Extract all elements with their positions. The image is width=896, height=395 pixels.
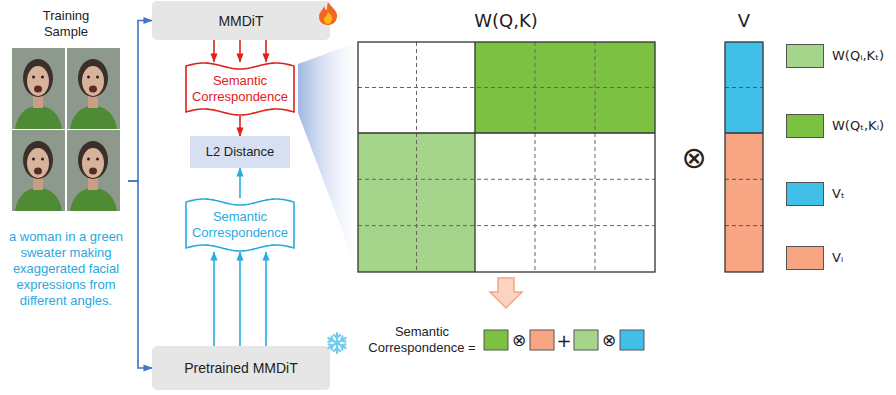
snowflake-icon	[329, 336, 346, 349]
correspondence-box: Semantic Correspondence	[184, 62, 296, 116]
snowflake-icon	[334, 333, 340, 353]
attention-matrix	[358, 87, 655, 88]
value-vector	[725, 42, 763, 272]
connector-arrow	[265, 252, 267, 346]
training-image	[12, 48, 120, 211]
legend-label: Vₜ	[832, 186, 845, 202]
sample-panel: Training Sample a woman in a green sweate…	[4, 6, 128, 311]
attention-matrix	[358, 42, 655, 272]
box-label: Semantic Correspondence	[190, 73, 290, 105]
legend-label: W(Qₜ,Kᵢ)	[832, 118, 884, 134]
legend-swatch	[786, 44, 824, 68]
connector-arrow	[265, 40, 267, 62]
snowflake-icon	[328, 338, 345, 348]
snowflake-icon	[328, 338, 345, 348]
value-vector	[725, 42, 763, 133]
connector-arrow	[239, 40, 241, 62]
attention-matrix	[416, 42, 417, 272]
snowflake-icon	[329, 336, 346, 349]
wavy-border	[186, 63, 294, 115]
plus-sign: +	[556, 329, 571, 352]
snowflake-icon	[336, 333, 338, 353]
operator-symbol: ⊗	[681, 139, 706, 177]
formula-label: Semantic Correspondence =	[366, 324, 478, 356]
box-label: L2 Distance	[206, 144, 275, 160]
legend-swatch	[786, 246, 824, 270]
operator-symbol: ⊗	[602, 330, 616, 351]
attention-matrix	[358, 42, 655, 272]
model-box: MMDiT	[152, 1, 330, 40]
training-image	[67, 48, 120, 129]
attention-matrix	[535, 42, 536, 272]
value-vector	[725, 132, 763, 133]
prompt-caption: a woman in a green sweater making exagge…	[4, 229, 128, 309]
formula-blocks	[574, 330, 598, 350]
legend-label: Vᵢ	[832, 250, 843, 266]
legend-swatch	[786, 114, 824, 138]
formula-blocks	[484, 330, 508, 350]
value-vector	[725, 179, 763, 180]
snowflake-icon	[327, 335, 347, 350]
training-image	[12, 130, 65, 211]
connector-arrow	[239, 168, 241, 198]
value-vector	[725, 42, 763, 272]
model-box: Pretrained MMDiT	[152, 346, 330, 390]
snowflake-icon	[327, 333, 347, 353]
training-image	[12, 48, 65, 129]
operator-symbol: ⊗	[512, 330, 526, 351]
value-vector	[725, 42, 763, 272]
panel-heading: Training Sample	[30, 8, 102, 40]
box-label: Pretrained MMDiT	[184, 360, 298, 376]
value-vector	[725, 225, 763, 226]
attention-matrix	[358, 42, 655, 272]
vector-title: V	[738, 9, 750, 32]
connector-arrow	[128, 181, 152, 368]
attention-matrix	[358, 42, 655, 272]
connector-arrow	[239, 116, 241, 136]
connector-arrow	[128, 21, 152, 182]
result-arrow	[490, 278, 522, 308]
wavy-border	[186, 199, 294, 251]
loss-box: L2 Distance	[190, 136, 290, 168]
snowflake-icon	[334, 335, 340, 351]
connector-arrow	[239, 252, 241, 346]
formula-blocks	[620, 330, 644, 350]
box-label: MMDiT	[218, 13, 263, 29]
attention-matrix	[595, 42, 596, 272]
attention-matrix	[358, 133, 475, 272]
formula-blocks	[530, 330, 554, 350]
legend-swatch	[786, 182, 824, 206]
fire-icon	[319, 2, 337, 25]
training-image	[67, 130, 120, 211]
fire-icon	[324, 12, 332, 24]
fire-icon	[319, 2, 337, 25]
connector-arrow	[213, 40, 215, 62]
box-label: Semantic Correspondence	[190, 209, 290, 241]
attention-matrix	[358, 225, 655, 226]
legend-label: W(Qᵢ,Kₜ)	[832, 48, 884, 64]
correspondence-box: Semantic Correspondence	[184, 198, 296, 252]
attention-matrix	[474, 42, 475, 272]
value-vector	[725, 88, 763, 226]
attention-matrix	[358, 132, 655, 133]
attention-matrix	[358, 42, 655, 272]
snowflake-icon	[327, 335, 347, 350]
connector-arrow	[213, 252, 215, 346]
attention-matrix	[358, 179, 655, 180]
value-vector	[725, 87, 763, 88]
zoom-wedge	[298, 42, 358, 272]
matrix-title: W(Q,K)	[474, 9, 538, 32]
value-vector	[725, 133, 763, 272]
